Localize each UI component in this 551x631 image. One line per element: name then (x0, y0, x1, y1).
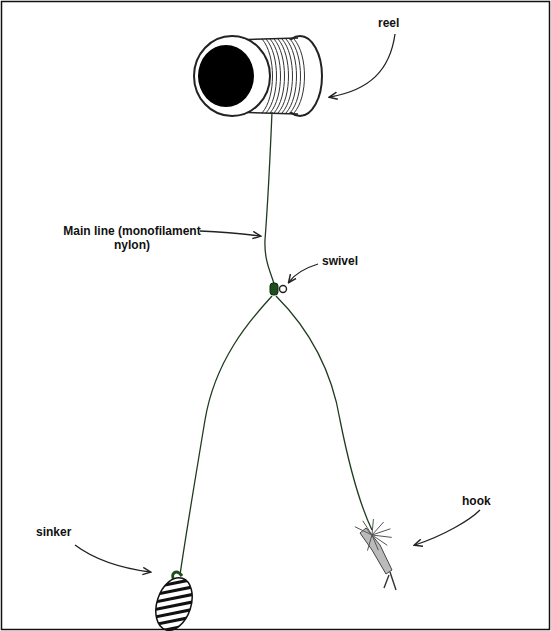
part-label: swivel (322, 254, 358, 268)
part-label: hook (462, 494, 491, 508)
part-label: Main line (monofilament nylon) (62, 224, 202, 253)
part-label: sinker (36, 525, 71, 539)
leader-arrow (75, 545, 150, 572)
leader-arrow (200, 231, 260, 236)
hook-line (276, 296, 372, 530)
swivel (270, 283, 287, 295)
leader-arrow (289, 264, 318, 282)
reel-drawing (194, 36, 322, 116)
sinker-line (180, 296, 272, 575)
leader-arrow (415, 510, 480, 545)
sinker-drawing (149, 572, 200, 631)
main-line (265, 112, 274, 284)
part-label: reel (378, 16, 399, 30)
leader-arrow (330, 34, 395, 97)
hook-drawing (355, 519, 396, 590)
